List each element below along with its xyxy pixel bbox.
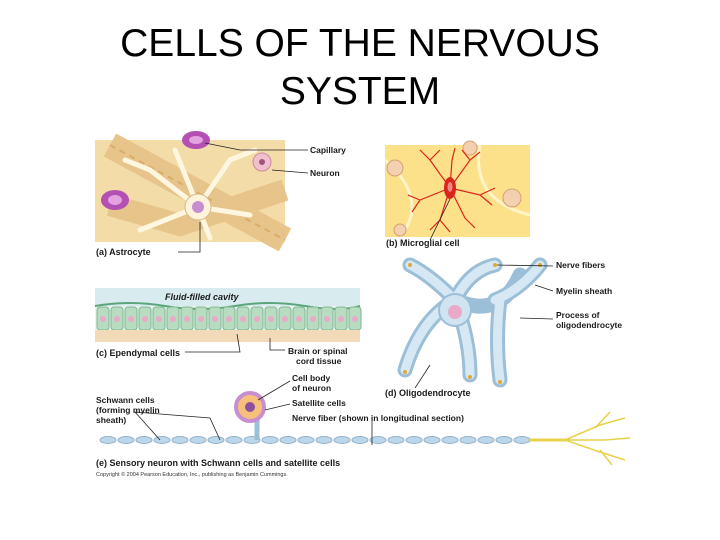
title-line-2: SYSTEM <box>279 70 441 113</box>
schwann-cell <box>405 436 423 444</box>
label-tissue-1: Brain or spinal <box>288 346 348 356</box>
schwann-cell <box>99 436 117 444</box>
label-satellite: Satellite cells <box>292 398 346 408</box>
caption-ependymal: (c) Ependymal cells <box>96 348 180 358</box>
sensory-panel: Cell body of neuron Satellite cells Nerv… <box>96 373 631 478</box>
ependymal-nucleus <box>324 316 330 322</box>
label-schwann-3: sheath) <box>96 415 126 425</box>
schwann-cell <box>423 436 441 444</box>
ependymal-nucleus <box>198 316 204 322</box>
microglial-panel: (b) Microglial cell <box>384 140 531 248</box>
schwann-cell <box>513 436 531 444</box>
ependymal-cell-row <box>96 306 362 331</box>
ependymal-panel: Fluid-filled cavity (c) Ependymal cells … <box>94 288 362 366</box>
cilia-line <box>94 302 361 310</box>
schwann-cell <box>153 436 171 444</box>
schwann-cell <box>207 436 225 444</box>
schwann-cell <box>459 436 477 444</box>
ependymal-nucleus <box>212 316 218 322</box>
label-capillary: Capillary <box>310 145 346 155</box>
label-schwann-1: Schwann cells <box>96 395 155 405</box>
schwann-cell-row <box>99 436 531 444</box>
label-nerve-fiber: Nerve fiber (shown in longitudinal secti… <box>292 413 464 423</box>
schwann-cell <box>189 436 207 444</box>
label-fluid-cavity: Fluid-filled cavity <box>165 292 240 302</box>
ependymal-nucleus <box>240 316 246 322</box>
schwann-cell <box>315 436 333 444</box>
ependymal-nucleus <box>128 316 134 322</box>
schwann-cell <box>261 436 279 444</box>
ependymal-nucleus <box>310 316 316 322</box>
label-process-2: oligodendrocyte <box>556 320 622 330</box>
label-neuron: Neuron <box>310 168 340 178</box>
label-cell-body-1: Cell body <box>292 373 331 383</box>
caption-microglial: (b) Microglial cell <box>386 238 460 248</box>
schwann-cell <box>441 436 459 444</box>
schwann-cell <box>297 436 315 444</box>
ependymal-nucleus <box>170 316 176 322</box>
ependymal-nucleus <box>282 316 288 322</box>
label-tissue-2: cord tissue <box>296 356 342 366</box>
caption-oligodendrocyte: (d) Oligodendrocyte <box>385 388 471 398</box>
label-process-1: Process of <box>556 310 600 320</box>
oligodendrocyte-panel: Nerve fibers Myelin sheath Process of ol… <box>385 257 622 398</box>
ependymal-nucleus <box>142 316 148 322</box>
ependymal-nucleus <box>100 316 106 322</box>
label-myelin-sheath: Myelin sheath <box>556 286 612 296</box>
schwann-cell <box>351 436 369 444</box>
fluid-cavity <box>95 288 360 306</box>
label-cell-body-2: of neuron <box>292 383 331 393</box>
schwann-cell <box>477 436 495 444</box>
label-nerve-fibers: Nerve fibers <box>556 260 605 270</box>
label-schwann-2: (forming myelin <box>96 405 160 415</box>
ependymal-nucleus <box>338 316 344 322</box>
capillary-tube-2 <box>106 179 289 237</box>
ependymal-nucleus <box>156 316 162 322</box>
schwann-cell <box>387 436 405 444</box>
sensory-receptor-endings <box>564 411 631 466</box>
astrocyte-panel: Capillary Neuron (a) Astrocyte <box>95 131 346 257</box>
schwann-cell <box>117 436 135 444</box>
schwann-cell <box>135 436 153 444</box>
ependymal-nucleus <box>352 316 358 322</box>
schwann-cell <box>369 436 387 444</box>
schwann-cell <box>495 436 513 444</box>
neighbor-cell-2 <box>502 188 522 208</box>
ependymal-nucleus <box>184 316 190 322</box>
caption-sensory: (e) Sensory neuron with Schwann cells an… <box>96 458 340 468</box>
schwann-cell <box>171 436 189 444</box>
tissue-layer <box>95 330 360 342</box>
schwann-cell <box>279 436 297 444</box>
ependymal-nucleus <box>226 316 232 322</box>
caption-astrocyte: (a) Astrocyte <box>96 247 151 257</box>
copyright-notice: Copyright © 2004 Pearson Education, Inc.… <box>96 471 288 478</box>
neighbor-cell <box>386 159 404 177</box>
ependymal-nucleus <box>114 316 120 322</box>
schwann-cell <box>333 436 351 444</box>
title-line-1: CELLS OF THE NERVOUS <box>120 22 600 65</box>
slide-title: CELLS OF THE NERVOUS SYSTEM <box>0 20 720 116</box>
microglia-processes <box>407 147 496 233</box>
ependymal-nucleus <box>296 316 302 322</box>
schwann-cell <box>225 436 243 444</box>
ependymal-nucleus <box>268 316 274 322</box>
ependymal-nucleus <box>254 316 260 322</box>
